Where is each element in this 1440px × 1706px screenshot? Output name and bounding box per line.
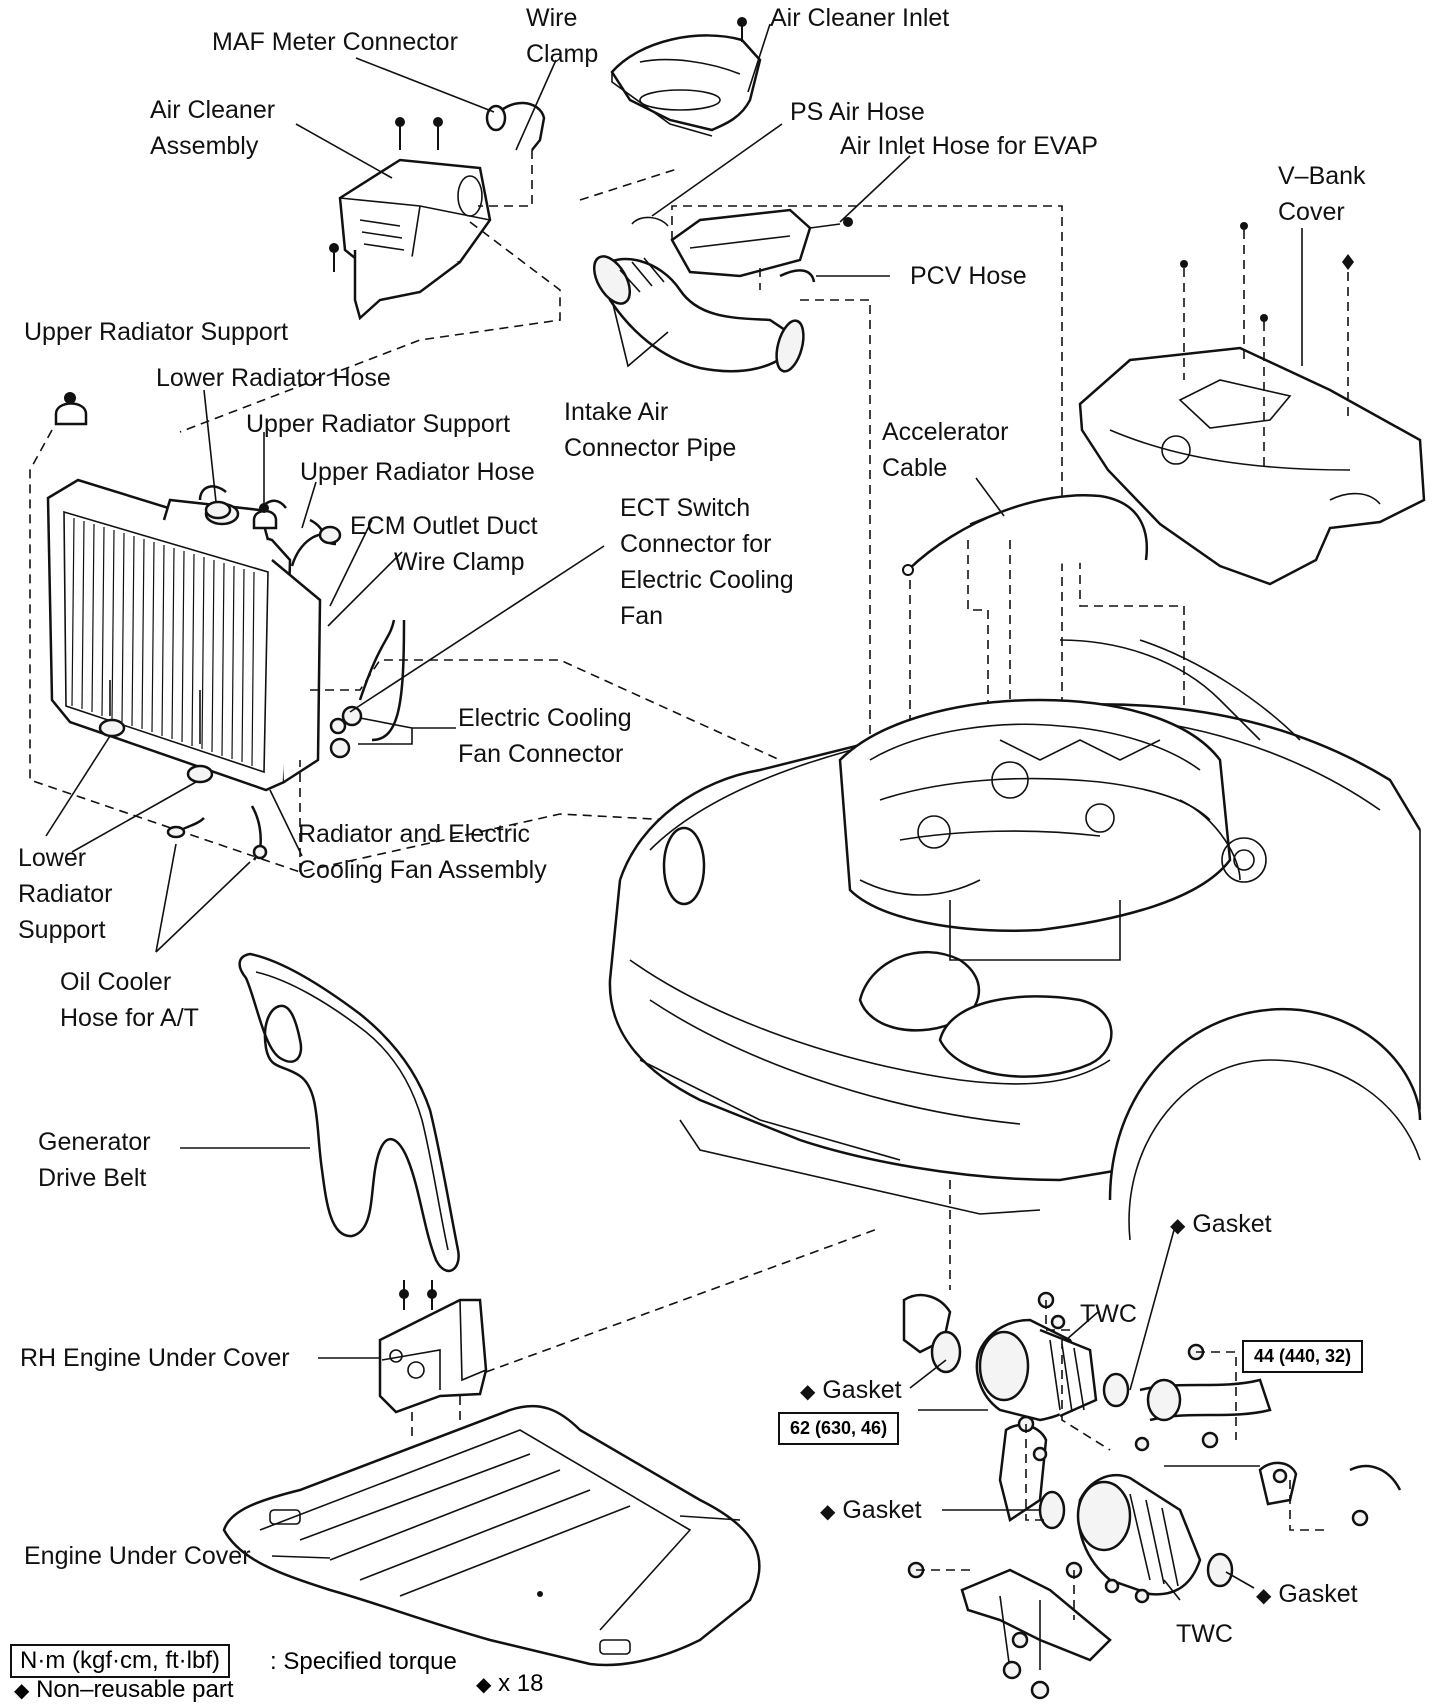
accelerator-cable-label: Accelerator Cable [882, 418, 1009, 482]
maf-meter-connector-label: MAF Meter Connector [212, 28, 458, 56]
torque-legend-box: N·m (kgf·cm, ft·lbf) [10, 1644, 230, 1678]
accelerator-cable-part [902, 494, 1148, 576]
torque-spec-44: 44 (440, 32) [1242, 1340, 1364, 1373]
lower-radiator-support-label: Lower Radiator Support [18, 844, 113, 944]
wire-clamp-label: Wire Clamp [526, 4, 599, 68]
diamond-icon: ◆ [476, 1674, 492, 1696]
intake-air-connector-pipe-part [592, 255, 805, 373]
twc-upper-part [975, 1318, 1272, 1422]
generator-drive-belt-part [238, 952, 460, 1273]
radiator-fins [71, 517, 255, 767]
bolt-icon [399, 1280, 437, 1310]
ecm-outlet-duct-label: ECM Outlet Duct [350, 512, 538, 540]
air-inlet-hose-evap-label: Air Inlet Hose for EVAP [840, 132, 1098, 160]
air-flow-meter-part [670, 208, 853, 278]
radiator-part [46, 478, 322, 792]
air-cleaner-inlet-part [610, 34, 762, 137]
gasket-label-2: ◆ Gasket [800, 1376, 902, 1404]
diamond-icon: ◆ [820, 1501, 836, 1523]
engine-part [838, 698, 1267, 961]
diamond-icon: ◆ [800, 1381, 816, 1403]
intake-air-connector-pipe-label: Intake Air Connector Pipe [564, 398, 737, 462]
non-reusable-legend: ◆ Non–reusable part [14, 1676, 234, 1703]
gasket-label-1: ◆ Gasket [1170, 1210, 1272, 1238]
ect-switch-connector-label: ECT Switch Connector for Electric Coolin… [620, 494, 794, 630]
bolt-count: ◆ x 18 [476, 1670, 544, 1697]
wire-clamp-label-2: Wire Clamp [394, 548, 525, 576]
generator-drive-belt-label: Generator Drive Belt [38, 1128, 151, 1192]
upper-radiator-support-label: Upper Radiator Support [24, 318, 289, 346]
bolt-icon [737, 17, 747, 42]
engine-under-cover-part [222, 1404, 761, 1667]
rh-engine-under-cover-label: RH Engine Under Cover [20, 1344, 290, 1372]
v-bank-cover-label: V–Bank Cover [1278, 162, 1366, 226]
diamond-icon: ◆ [14, 1680, 30, 1702]
oil-cooler-hose-label: Oil Cooler Hose for A/T [60, 968, 199, 1032]
v-bank-cover-part [1078, 346, 1426, 586]
pcv-hose-label: PCV Hose [910, 262, 1027, 290]
twc-label-1: TWC [1080, 1300, 1137, 1328]
gasket-label-3: ◆ Gasket [820, 1496, 922, 1524]
diamond-icon: ◆ [1256, 1585, 1272, 1607]
upper-radiator-support-label-2: Upper Radiator Support [246, 410, 511, 438]
lower-radiator-hose-label: Lower Radiator Hose [156, 364, 391, 392]
torque-legend-text: : Specified torque [270, 1648, 457, 1675]
diamond-icon: ◆ [1170, 1215, 1186, 1237]
torque-spec-62: 62 (630, 46) [778, 1412, 900, 1445]
leader-lines [45, 23, 1303, 1601]
upper-radiator-hose-label: Upper Radiator Hose [300, 458, 535, 486]
gasket-label-4: ◆ Gasket [1256, 1580, 1358, 1608]
air-cleaner-inlet-label: Air Cleaner Inlet [770, 4, 950, 32]
bolt-icon [1180, 222, 1354, 470]
radiator-fan-assembly-label: Radiator and Electric Cooling Fan Assemb… [298, 820, 547, 884]
engine-under-cover-label: Engine Under Cover [24, 1542, 251, 1570]
electric-cooling-fan-connector-label: Electric Cooling Fan Connector [458, 704, 632, 768]
air-cleaner-assembly-part [338, 158, 492, 321]
air-cleaner-assembly-label: Air Cleaner Assembly [150, 96, 276, 160]
twc-lower-part [1076, 1473, 1234, 1596]
twc-label-2: TWC [1176, 1620, 1233, 1648]
rh-engine-under-cover-part [378, 1298, 488, 1414]
ps-air-hose-label: PS Air Hose [790, 98, 925, 126]
bolt-icon [329, 117, 443, 272]
